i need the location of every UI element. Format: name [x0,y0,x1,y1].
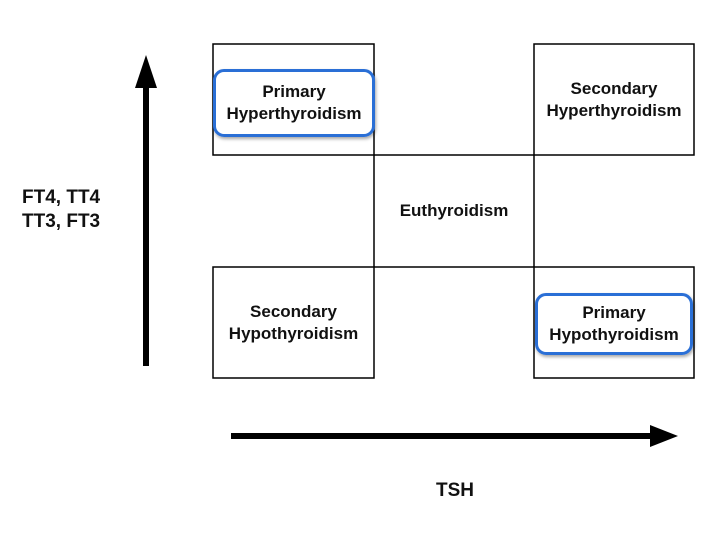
label-euthyroidism: Euthyroidism [374,155,534,267]
label-primary-hyperthyroidism: Primary Hyperthyroidism [213,69,375,137]
label-line: Hypothyroidism [549,325,679,344]
highlight-primary-hyperthyroidism [213,69,375,137]
label-secondary-hypothyroidism: Secondary Hypothyroidism [213,267,374,378]
label-line: Primary [262,82,326,101]
box-top-right [533,43,695,156]
y-axis-arrow [135,55,157,366]
label-line: Hypothyroidism [228,323,359,343]
label-line: Secondary [570,78,658,98]
x-axis-arrow [231,425,678,447]
label-secondary-hyperthyroidism: Secondary Hyperthyroidism [534,44,694,155]
label-line: Primary [582,303,646,322]
label-line: Euthyroidism [399,201,509,220]
box-bottom-right [533,266,695,379]
label-line: Hyperthyroidism [546,100,682,120]
highlight-primary-hypothyroidism [535,293,693,355]
label-line: Hyperthyroidism [226,104,362,123]
y-axis-label: FT4, TT4 TT3, FT3 [22,186,132,234]
y-axis-label-line1: FT4, TT4 [22,187,101,208]
box-bottom-left [212,266,375,379]
y-axis-label-line2: TT3, FT3 [22,211,101,232]
label-primary-hypothyroidism: Primary Hypothyroidism [535,293,693,355]
label-line: Secondary [250,301,337,321]
x-axis-label: TSH [436,480,474,501]
